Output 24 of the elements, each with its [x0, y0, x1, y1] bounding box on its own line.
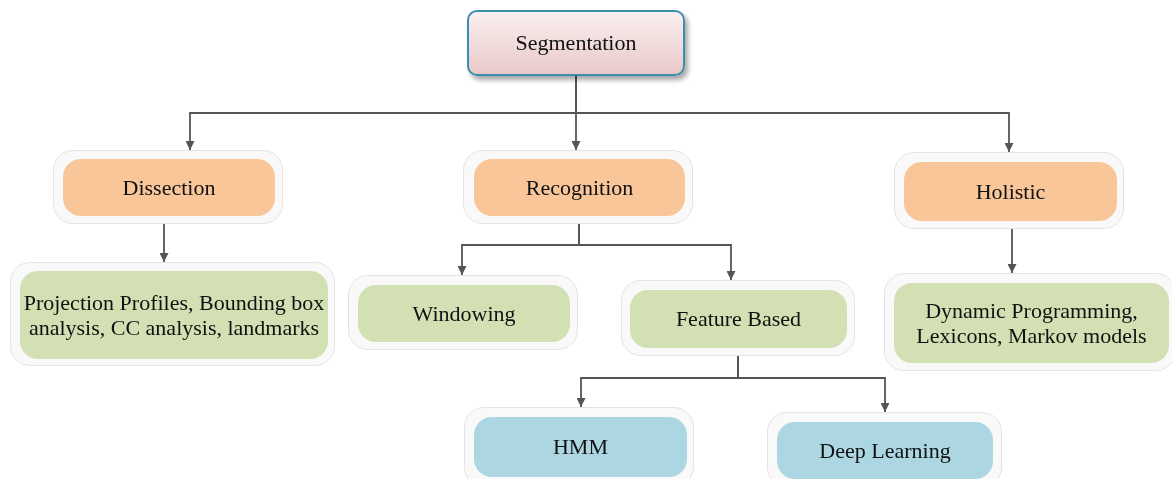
arrow — [1007, 228, 1017, 274]
node-label: Windowing — [412, 300, 516, 327]
node-label: Recognition — [525, 174, 634, 201]
node-label: Projection Profiles, Bounding box analysis, CC analysis, landmarks — [22, 289, 326, 341]
node-card — [884, 273, 1172, 371]
node-card — [767, 412, 1002, 479]
node-label: Holistic — [975, 178, 1046, 205]
node-label: Dissection — [122, 174, 216, 201]
node-label: HMM — [553, 434, 608, 460]
arrow — [737, 355, 890, 413]
arrow — [578, 223, 736, 281]
node-card — [621, 280, 855, 356]
root-box — [467, 10, 685, 76]
node-card — [10, 262, 335, 366]
node-label: Segmentation — [515, 30, 637, 56]
node-card — [894, 152, 1124, 229]
node-card — [348, 275, 578, 350]
node-label: Deep Learning — [819, 437, 951, 464]
node-card — [464, 407, 694, 479]
node-card — [53, 150, 283, 224]
node-card — [463, 150, 693, 224]
node-label: Dynamic Programming, Lexicons, Markov models — [915, 297, 1148, 349]
node-label: Feature Based — [675, 306, 802, 332]
arrow — [159, 223, 169, 263]
